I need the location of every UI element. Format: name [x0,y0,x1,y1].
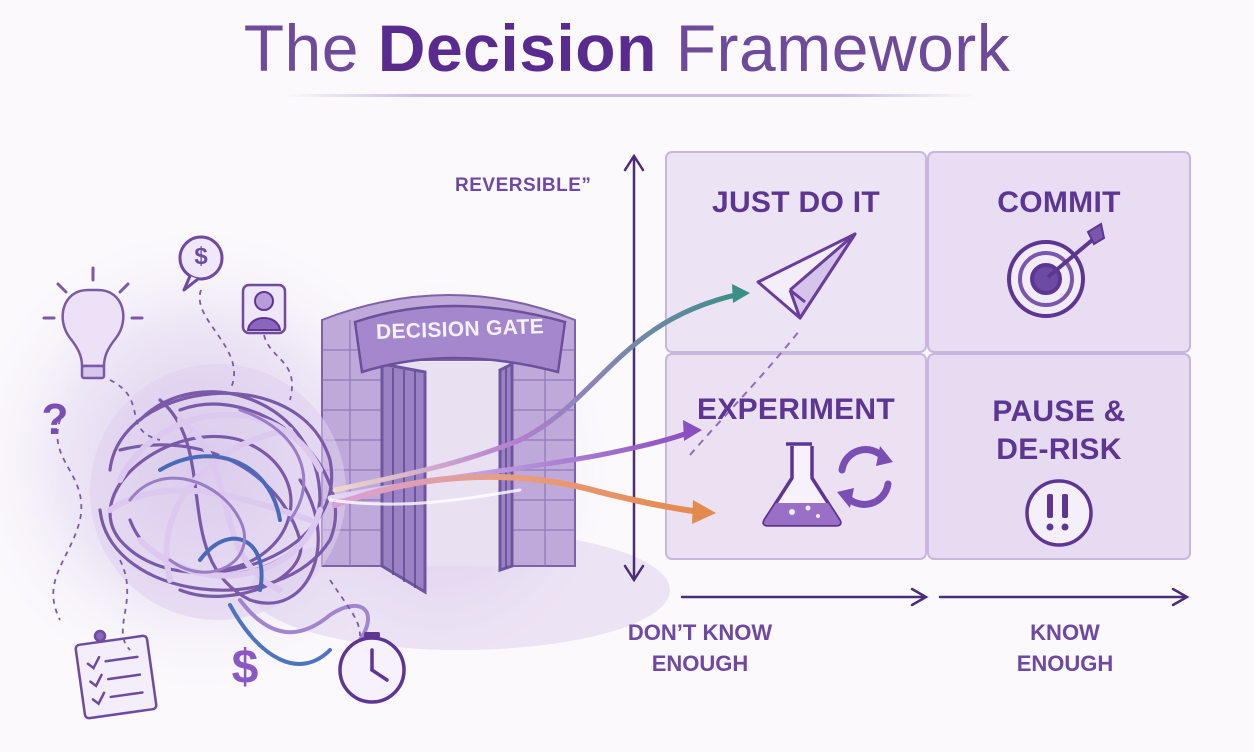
x-axis-label-know-line2: ENOUGH [970,648,1160,680]
quadrant-label-pause-line2: DE-RISK [940,430,1178,470]
x-axis-label-dont-know-line2: ENOUGH [590,648,810,680]
person-icon [243,285,285,333]
x-axis-arrow-left [682,589,926,605]
money-bubble-symbol: $ [189,243,213,271]
question-mark-icon: ? [35,395,75,445]
x-axis-label-dont-know-line1: DON’T KNOW [590,617,810,649]
x-axis-label-know-line1: KNOW [970,617,1160,649]
x-axis-arrow-right [940,589,1187,605]
y-axis-arrow [625,156,643,580]
y-axis-label: REVERSIBLE” [455,175,615,197]
quadrant-panel-top-left [666,152,926,352]
warning-icon [1027,481,1091,545]
quadrant-label-just-do-it: JUST DO IT [680,183,912,223]
dollar-sign-icon: $ [225,640,265,695]
checklist-icon [75,631,157,719]
quadrant-label-experiment: EXPERIMENT [680,390,912,430]
quadrant-label-commit: COMMIT [940,183,1178,223]
quadrant-label-pause-line1: PAUSE & [940,392,1178,432]
